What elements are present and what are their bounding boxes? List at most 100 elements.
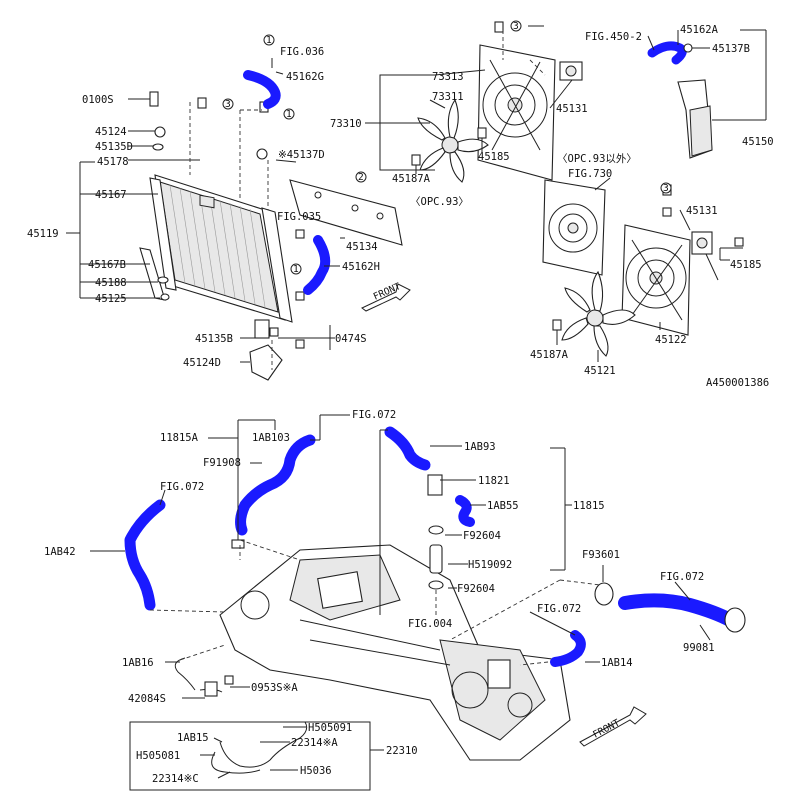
- label-11821: 11821: [478, 475, 510, 487]
- gasket-f92604-a: [428, 525, 444, 535]
- label-45135b: 45135B: [195, 333, 233, 345]
- label-opc93-exclusive: 〈OPC.93以外〉: [557, 153, 637, 165]
- diagram-id: A450001386: [706, 377, 769, 389]
- label-45124: 45124: [95, 126, 127, 138]
- radiator-group: 1 1 3 2 1 FRONT FIG.036 45162G 0100S 451…: [27, 34, 411, 381]
- hose-45162a: [647, 41, 687, 65]
- label-1ab42: 1AB42: [44, 546, 76, 558]
- label-h5036: H5036: [300, 765, 332, 777]
- cap-45137d: [256, 148, 268, 160]
- label-h519092: H519092: [468, 559, 512, 571]
- label-45178: 45178: [97, 156, 129, 168]
- label-1ab16: 1AB16: [122, 657, 154, 669]
- label-99081: 99081: [683, 642, 715, 654]
- label-45131-top: 45131: [556, 103, 588, 115]
- fan-group-opc93: 3 73313 73311 73310 45131 45185 45187A 〈…: [330, 20, 588, 208]
- hose-1ab93: [384, 426, 431, 471]
- radiator-left-tank: [149, 177, 177, 291]
- label-0100s: 0100S: [82, 94, 114, 106]
- text-label: 1: [266, 35, 272, 46]
- label-45121: 45121: [584, 365, 616, 377]
- cushion-45188: [157, 276, 169, 284]
- label-1ab55: 1AB55: [487, 500, 519, 512]
- cushion-45135b: [254, 319, 270, 339]
- label-fig730: FIG.730: [568, 168, 612, 180]
- engine-group: FRONT 11815A 1AB103 FIG.072 F91908 FIG.0…: [44, 409, 746, 791]
- fan-group-non-opc93: 3 〈OPC.93以外〉 FIG.730 45131 45185 45187A …: [530, 153, 769, 389]
- label-fig450-2: FIG.450-2: [585, 31, 642, 43]
- text-label: 3: [225, 99, 231, 110]
- text-label: 1: [286, 109, 292, 120]
- hose-1ab103: [235, 434, 316, 536]
- sensor-42084s: [204, 681, 218, 697]
- label-f93601: F93601: [582, 549, 620, 561]
- label-f92604-b: F92604: [457, 583, 495, 595]
- label-1ab14: 1AB14: [601, 657, 633, 669]
- text-label: 1: [293, 264, 299, 275]
- label-45185-bottom: 45185: [730, 259, 762, 271]
- label-45135d: 45135D: [95, 141, 133, 153]
- housing-11821: [427, 474, 443, 496]
- label-45137b: 45137B: [712, 43, 750, 55]
- clamp-f93601: [594, 582, 614, 606]
- label-42084s: 42084S: [128, 693, 166, 705]
- radiator-label-plate: [199, 194, 215, 209]
- label-45185-top: 45185: [478, 151, 510, 163]
- front-arrow-a: FRONT: [361, 281, 411, 312]
- bolt-0474s: [269, 327, 279, 337]
- label-fig072-b: FIG.072: [160, 481, 204, 493]
- fan-blade-73311: [417, 98, 489, 183]
- label-h505081: H505081: [136, 750, 180, 762]
- label-f91908: F91908: [203, 457, 241, 469]
- hose-45162g: [243, 70, 281, 109]
- detail-box-22310: [129, 721, 371, 791]
- cushion-45135d: [152, 143, 164, 151]
- ref-circle-1: [263, 34, 275, 46]
- label-fig004: FIG.004: [408, 618, 452, 630]
- front-arrow-b: FRONT: [579, 706, 647, 747]
- label-45125: 45125: [95, 293, 127, 305]
- label-45150: 45150: [742, 136, 774, 148]
- hose-99081: [618, 593, 737, 627]
- text-label: 3: [513, 21, 519, 32]
- label-45188: 45188: [95, 277, 127, 289]
- clamp-45137b: [683, 43, 693, 53]
- label-fig072-c: FIG.072: [660, 571, 704, 583]
- hose-1ab55: [455, 495, 475, 527]
- label-45162h: 45162H: [342, 261, 380, 273]
- bolt-0100s: [149, 91, 159, 107]
- label-1ab103: 1AB103: [252, 432, 290, 444]
- label-11815: 11815: [573, 500, 605, 512]
- label-22314a: 22314※A: [291, 737, 338, 749]
- label-f92604-a: F92604: [463, 530, 501, 542]
- label-45167b: 45167B: [88, 259, 126, 271]
- hose-1ab42: [124, 499, 166, 611]
- label-45187a-top: 45187A: [392, 173, 431, 185]
- label-73310: 73310: [330, 118, 362, 130]
- label-1ab93: 1AB93: [464, 441, 496, 453]
- thermostat-h519092: [429, 544, 443, 574]
- label-h505091: H505091: [308, 722, 352, 734]
- label-73313: 73313: [432, 71, 464, 83]
- hose-1ab14: [550, 630, 586, 667]
- label-fig035: FIG.035: [277, 211, 321, 223]
- label-45122: 45122: [655, 334, 687, 346]
- label-45137d: ※45137D: [278, 149, 325, 161]
- label-fig072-d: FIG.072: [537, 603, 581, 615]
- label-22310: 22310: [386, 745, 418, 757]
- label-22314c: 22314※C: [152, 773, 199, 785]
- text-label: 2: [358, 172, 364, 183]
- label-1ab15: 1AB15: [177, 732, 209, 744]
- bracket-45124: [154, 126, 166, 138]
- label-11815a: 11815A: [160, 432, 199, 444]
- label-opc93: 〈OPC.93〉: [410, 196, 469, 208]
- bracket-45124d: [249, 344, 283, 381]
- fan-blade-45121: [561, 270, 636, 357]
- washer-45125: [160, 293, 170, 301]
- label-45124d: 45124D: [183, 357, 221, 369]
- label-0953s: 0953S※A: [251, 682, 298, 694]
- gasket-f92604-b: [428, 580, 444, 590]
- text-label: FRONT: [591, 717, 622, 740]
- label-fig072-a: FIG.072: [352, 409, 396, 421]
- label-45162g: 45162G: [286, 71, 324, 83]
